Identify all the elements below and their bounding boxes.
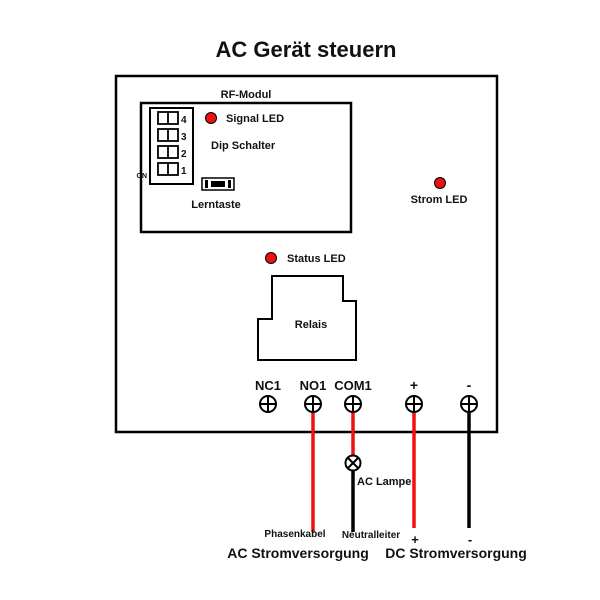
dc-supply-label: DC Stromversorgung (385, 545, 527, 561)
terminal-no1[interactable]: NO1 (300, 378, 327, 413)
rf-module (139, 101, 353, 234)
terminal-minus[interactable]: - (460, 377, 478, 413)
dip-switch-number: 2 (181, 149, 187, 160)
terminal-com1[interactable]: COM1 (334, 378, 372, 413)
terminal-plus[interactable]: + (405, 377, 423, 413)
terminal-nc1[interactable]: NC1 (255, 378, 281, 413)
dip-switch-3[interactable]: 3 (157, 128, 187, 143)
dip-switch-2[interactable]: 2 (157, 145, 187, 160)
terminal-label: COM1 (334, 378, 372, 393)
dip-switch-4[interactable]: 4 (157, 111, 187, 126)
signal-led-label: Signal LED (226, 113, 284, 125)
dip-switch-number: 4 (181, 115, 187, 126)
relay-label: Relais (295, 319, 327, 331)
terminal-label: - (467, 377, 472, 393)
dip-switch-number: 3 (181, 132, 187, 143)
dip-switch-number: 1 (181, 166, 187, 177)
dip-switch-label: Dip Schalter (211, 140, 276, 152)
terminal-label: NO1 (300, 378, 327, 393)
dc-minus-label: - (468, 532, 472, 547)
phase-wire-label: Phasenkabel (264, 529, 325, 540)
learn-button[interactable] (201, 177, 235, 191)
dc-plus-label: + (411, 532, 419, 547)
dip-on-label: ON (137, 173, 148, 180)
terminal-label: NC1 (255, 378, 281, 393)
status-led-icon (265, 252, 277, 264)
power-led-label: Strom LED (411, 194, 468, 206)
power-led-icon (434, 177, 446, 189)
relay (257, 275, 357, 361)
neutral-wire-label: Neutralleiter (342, 530, 400, 541)
lamp-label: AC Lampe (357, 476, 411, 488)
device-housing (114, 74, 499, 434)
terminal-label: + (410, 377, 418, 393)
rf-module-label: RF-Modul (221, 89, 272, 101)
status-led-label: Status LED (287, 253, 346, 265)
signal-led-icon (205, 112, 217, 124)
dip-switch-block (149, 107, 194, 185)
dip-switch-1[interactable]: 1 (157, 162, 187, 177)
lamp-icon (344, 454, 362, 472)
ac-supply-label: AC Stromversorgung (227, 545, 369, 561)
diagram-title: AC Gerät steuern (216, 37, 397, 62)
learn-button-label: Lerntaste (191, 199, 241, 211)
